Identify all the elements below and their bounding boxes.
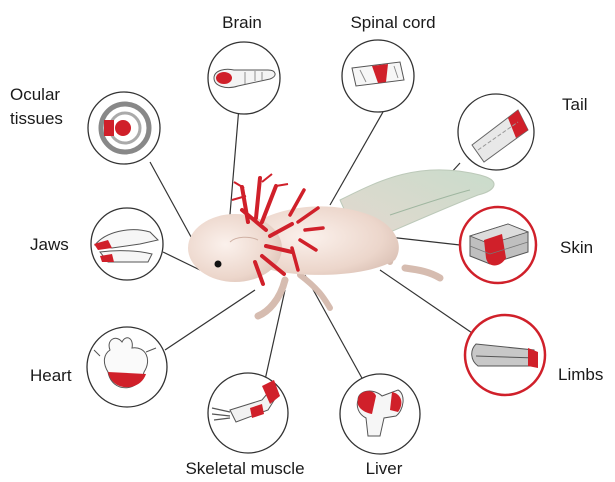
skin-inset	[460, 207, 536, 283]
brain-inset	[208, 42, 280, 114]
skeletal-muscle-inset	[208, 373, 288, 453]
limbs-inset	[465, 315, 545, 395]
label-liver: Liver	[366, 459, 403, 478]
ocular-tissues-inset	[88, 92, 160, 164]
label-skin: Skin	[560, 238, 593, 257]
tail-inset	[458, 94, 534, 170]
label-tail: Tail	[562, 95, 588, 114]
spinal-cord-inset	[342, 40, 414, 112]
label-tissues: tissues	[10, 109, 63, 128]
label-jaws: Jaws	[30, 235, 69, 254]
axolotl-illustration	[188, 170, 494, 316]
heart-inset	[87, 327, 167, 407]
label-spinal-cord: Spinal cord	[350, 13, 435, 32]
label-ocular: Ocular	[10, 85, 60, 104]
liver-inset	[340, 374, 420, 454]
jaws-inset	[91, 208, 163, 280]
label-skeletal-muscle: Skeletal muscle	[185, 459, 304, 478]
label-limbs: Limbs	[558, 365, 603, 384]
label-brain: Brain	[222, 13, 262, 32]
label-heart: Heart	[30, 366, 72, 385]
